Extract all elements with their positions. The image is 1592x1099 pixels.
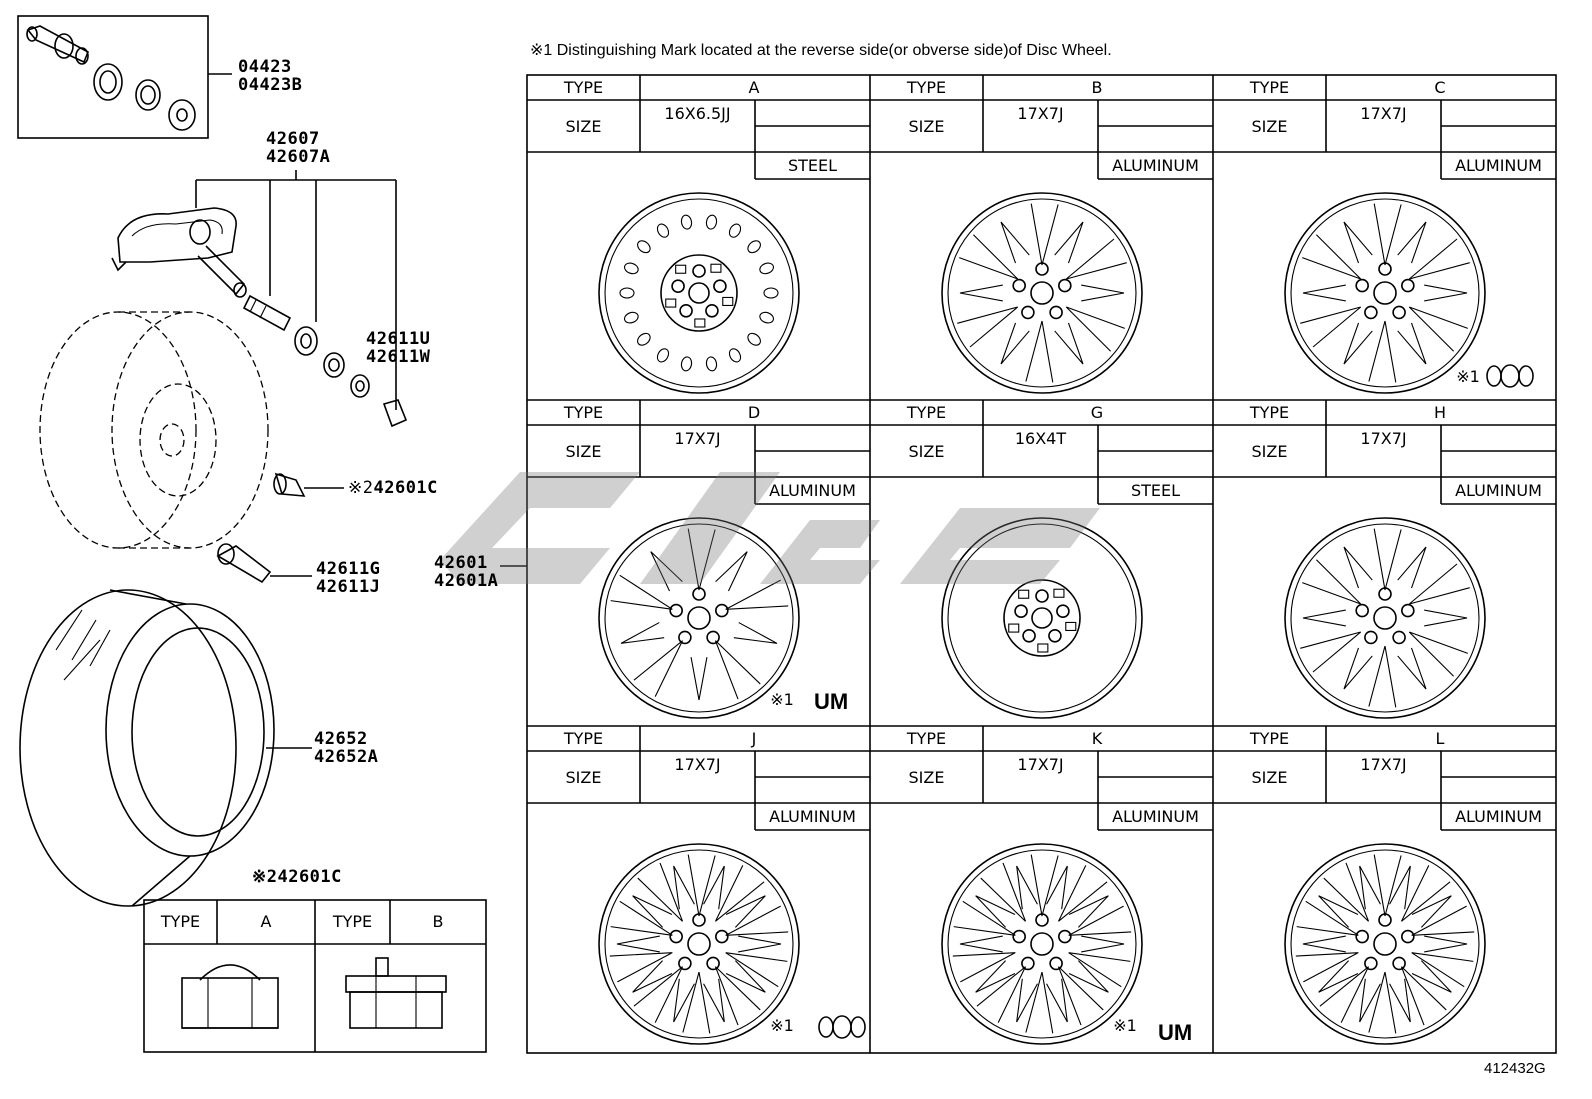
mark-ref-c: ※1 — [1456, 367, 1480, 386]
mark-icon-j — [818, 1015, 866, 1039]
wheel-drawing-d — [598, 517, 800, 719]
nut-table — [143, 899, 487, 1053]
material-a: STEEL — [787, 156, 838, 175]
header-note: ※1 Distinguishing Mark located at the re… — [530, 42, 1112, 59]
wheel-table-grid — [526, 74, 1557, 1054]
wheel-assembly-outline — [39, 311, 269, 549]
tire-drawing — [19, 589, 312, 907]
size-value-b: 17X7J — [1017, 104, 1064, 123]
type-value-d: D — [747, 403, 761, 422]
type-value-g: G — [1090, 403, 1104, 422]
wheel-drawing-g — [941, 517, 1143, 719]
material-l: ALUMINUM — [1455, 807, 1542, 826]
material-g: STEEL — [1130, 481, 1181, 500]
size-value-c: 17X7J — [1360, 104, 1407, 123]
wheel-drawing-l — [1284, 843, 1486, 1045]
type-label-g: TYPE — [906, 403, 947, 422]
watermark-graphic — [440, 472, 1100, 584]
size-label-k: SIZE — [908, 768, 945, 787]
size-value-d: 17X7J — [674, 429, 721, 448]
size-value-j: 17X7J — [674, 755, 721, 774]
valve-stem-drawing — [216, 543, 312, 584]
type-label-h: TYPE — [1249, 403, 1290, 422]
type-value-c: C — [1434, 78, 1446, 97]
size-label-j: SIZE — [565, 768, 602, 787]
type-value-b: B — [1091, 78, 1103, 97]
wheel-drawing-c — [1284, 192, 1486, 394]
size-label-g: SIZE — [908, 442, 945, 461]
type-label-j: TYPE — [563, 729, 604, 748]
valve-parts-drawing — [242, 294, 408, 428]
type-label-l: TYPE — [1249, 729, 1290, 748]
material-h: ALUMINUM — [1455, 481, 1542, 500]
wheel-drawing-b — [941, 192, 1143, 394]
size-value-h: 17X7J — [1360, 429, 1407, 448]
wheel-drawing-a — [598, 192, 800, 394]
type-label-k: TYPE — [906, 729, 947, 748]
size-label-h: SIZE — [1251, 442, 1288, 461]
type-value-k: K — [1091, 729, 1103, 748]
nut-type-a-drawing — [181, 964, 279, 1029]
nut-type-value-a: A — [260, 912, 272, 931]
type-label-c: TYPE — [1249, 78, 1290, 97]
figure-id: 412432G — [1484, 1060, 1546, 1077]
size-value-a: 16X6.5JJ — [664, 104, 731, 123]
nut-type-value-b: B — [432, 912, 444, 931]
type-label-d: TYPE — [563, 403, 604, 422]
material-b: ALUMINUM — [1112, 156, 1199, 175]
wheel-drawing-j — [598, 843, 800, 1045]
mark-icon-d: UM — [814, 689, 848, 714]
mark-icon-c — [1486, 364, 1534, 388]
type-value-h: H — [1433, 403, 1447, 422]
type-value-l: L — [1435, 729, 1445, 748]
size-label-a: SIZE — [565, 117, 602, 136]
part-number-42601c: ※242601C — [348, 478, 438, 498]
grommet-drawing — [93, 63, 196, 131]
size-value-k: 17X7J — [1017, 755, 1064, 774]
size-label-c: SIZE — [1251, 117, 1288, 136]
mark-icon-k: UM — [1158, 1020, 1192, 1045]
valve-kit-box — [17, 15, 209, 139]
wheel-drawing-h — [1284, 517, 1486, 719]
valve-core-drawing — [26, 25, 90, 65]
nut-table-title: ※242601C — [252, 867, 342, 887]
material-d: ALUMINUM — [769, 481, 856, 500]
type-value-a: A — [748, 78, 760, 97]
type-label-a: TYPE — [563, 78, 604, 97]
material-j: ALUMINUM — [769, 807, 856, 826]
mark-ref-k: ※1 — [1113, 1016, 1137, 1035]
hub-nut-drawing — [273, 472, 344, 497]
size-value-l: 17X7J — [1360, 755, 1407, 774]
type-value-j: J — [751, 729, 757, 748]
nut-type-label-b: TYPE — [332, 912, 373, 931]
material-k: ALUMINUM — [1112, 807, 1199, 826]
mark-ref-j: ※1 — [770, 1016, 794, 1035]
size-label-l: SIZE — [1251, 768, 1288, 787]
tpms-sensor-drawing — [111, 207, 247, 298]
nut-type-label-a: TYPE — [160, 912, 201, 931]
size-value-g: 16X4T — [1014, 429, 1067, 448]
mark-ref-d: ※1 — [770, 690, 794, 709]
size-label-b: SIZE — [908, 117, 945, 136]
size-label-d: SIZE — [565, 442, 602, 461]
type-label-b: TYPE — [906, 78, 947, 97]
nut-type-b-drawing — [345, 957, 447, 1029]
material-c: ALUMINUM — [1455, 156, 1542, 175]
wheel-drawing-k — [941, 843, 1143, 1045]
